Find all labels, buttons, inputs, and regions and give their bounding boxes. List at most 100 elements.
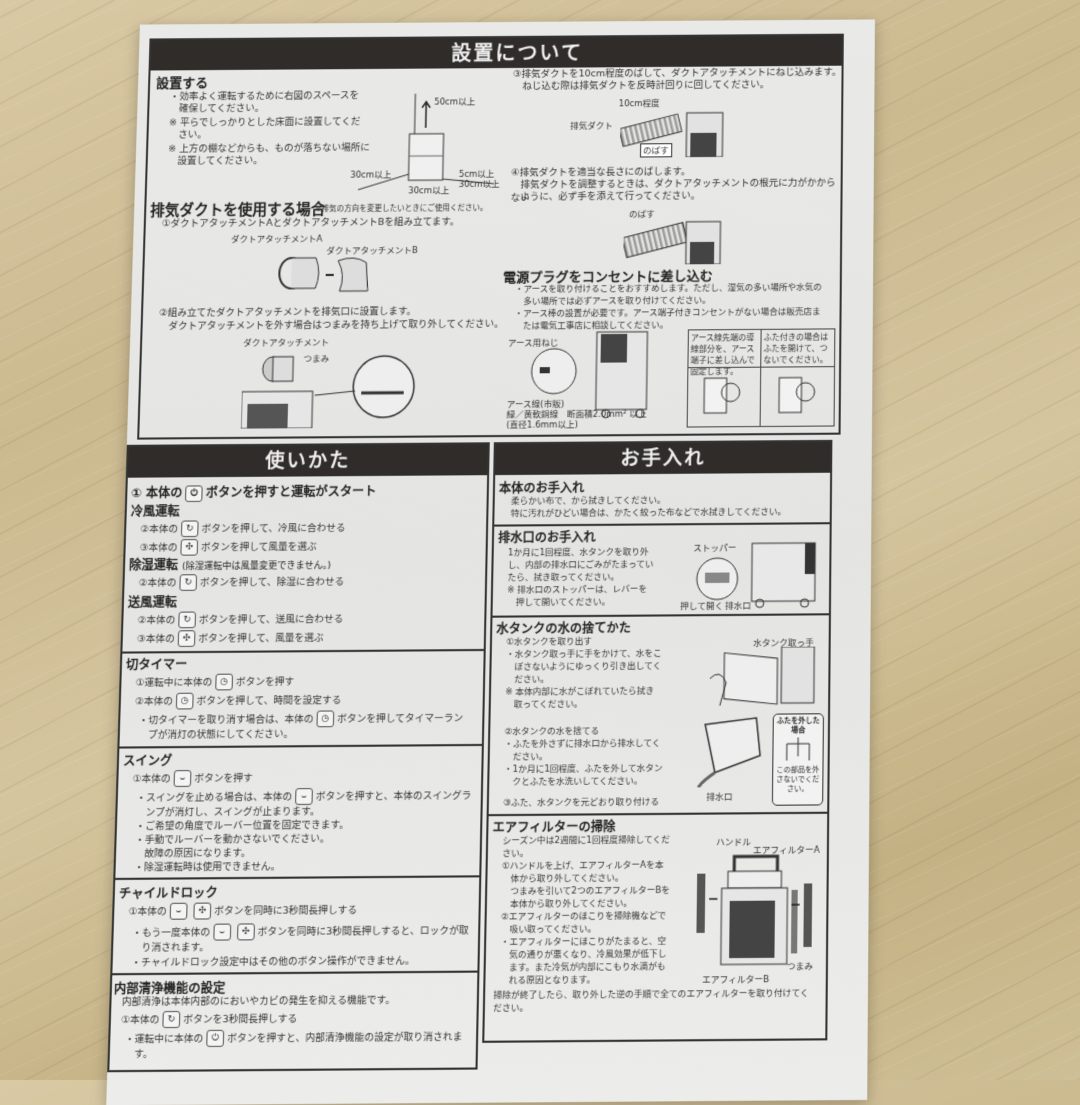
cool-heading: 冷風運転 <box>131 502 180 520</box>
filter-final2: ださい。 <box>493 1002 528 1016</box>
earth-wire-diameter: (直径1.6mm以上) <box>506 418 578 431</box>
body-care-heading: 本体のお手入れ <box>499 479 585 497</box>
unit-top-icon <box>241 345 476 428</box>
extend-label: のばす <box>640 143 672 157</box>
divider <box>122 649 483 653</box>
attachment-a-label: ダクトアタッチメントA <box>231 232 323 245</box>
swing-bullet4: ・除湿運転時は使用できません。 <box>134 860 281 875</box>
swing-button-icon: ⌣ <box>170 903 188 920</box>
swing-step1: ①本体の⌣ボタンを押す <box>133 770 253 788</box>
timer-heading: 切タイマー <box>126 655 188 673</box>
timer-button-icon: ◷ <box>176 693 194 710</box>
manual-page: 設置について 設置する ・効率よく運転するために右図のスペースを 確保してくださ… <box>106 19 875 1105</box>
usage-section: 使いかた ① 本体の⏻ボタンを押すと運転がスタート 冷風運転 ②本体の↻ボタンを… <box>107 442 490 1072</box>
usage-title: 使いかた <box>128 444 488 477</box>
tank-step2-line: ・ふたを外さずに排水口から排水してく <box>504 737 660 752</box>
tank-remove-diagram <box>709 647 822 715</box>
mode-button-icon: ↻ <box>181 520 199 537</box>
duct-screw-diagram: のばす <box>620 107 731 162</box>
cool-step3: ③本体の✣ボタンを押して風量を選ぶ <box>140 538 317 556</box>
mode-button-icon: ↻ <box>179 574 197 591</box>
duct-note: ※排気の方向を変更したいときにご使用ください。 <box>315 201 487 215</box>
filter-b-label: エアフィルターB <box>702 973 769 986</box>
swing-bullet3-cont: 故障の原因になります。 <box>134 846 251 861</box>
drain-heading: 排水口のお手入れ <box>498 528 596 546</box>
handle-label: ハンドル <box>716 835 751 848</box>
filter-diagram <box>692 852 822 976</box>
timer-bullet1-cont: プが消灯の状態にしてください。 <box>138 727 293 742</box>
filter-heading: エアフィルターの掃除 <box>492 817 615 836</box>
dehum-step2: ②本体の↻ボタンを押して、除湿に合わせる <box>139 573 345 591</box>
swing-bullet3: ・手動でルーバーを動かさないでください。 <box>135 832 330 847</box>
lock-bullet1: ・もう一度本体の⌣✣ボタンを同時に3秒間長押しすると、ロックが取 <box>132 922 469 941</box>
drain-outlet-label: 排水口 <box>725 599 751 612</box>
timer-step2: ②本体の◷ボタンを押して、時間を設定する <box>135 692 342 710</box>
timer-button-icon: ◷ <box>316 710 334 727</box>
clean-bullet1-cont: す。 <box>124 1047 153 1061</box>
install-line: 確保してください。 <box>169 102 264 116</box>
earth-instructions-table: アース線先端の導線部分を、アース端子に差し込んで固定します。 ふた付きの場合はふ… <box>687 328 836 427</box>
duct-attachment-icon <box>275 252 387 297</box>
timer-button-icon: ◷ <box>215 674 233 691</box>
attachment-diagram <box>275 252 387 302</box>
install-line: さい。 <box>168 128 207 141</box>
fan-button-icon: ✣ <box>193 903 211 920</box>
power-button-icon: ⏻ <box>206 1030 224 1047</box>
lid-callout: ふたを外した場合 この部品を外さないでください。 <box>772 713 824 806</box>
setup-section: 設置について 設置する ・効率よく運転するために右図のスペースを 確保してくださ… <box>137 34 844 440</box>
fan-step2: ②本体の↻ボタンを押して、送風に合わせる <box>137 610 343 628</box>
lock-bullet2: ・チャイルドロック設定中はその他のボタン操作ができません。 <box>131 954 415 970</box>
tank-step2-line: クとふたを水洗いしてください。 <box>503 775 642 790</box>
start-step: ① 本体の⏻ボタンを押すと運転がスタート <box>131 482 377 502</box>
swing-heading: スイング <box>123 751 173 769</box>
clean-bullet1: ・運転中に本体の⏻ボタンを押すと、内部清浄機能の設定が取り消されま <box>125 1028 463 1047</box>
clearance-diagram: 50cm以上 30cm以上 5cm以上 30cm以上 30cm以上 <box>358 93 501 195</box>
tank-drain-label: 排水口 <box>706 790 732 803</box>
filter-line: シーズン中は2週間に1回程度掃除してくだ <box>502 834 669 849</box>
divider <box>115 875 479 879</box>
tank-heading: 水タンクの水の捨てかた <box>496 619 631 638</box>
dehum-heading: 除湿運転(除湿運転中は風量変更できません。) <box>129 555 331 574</box>
exhaust-duct-icon <box>620 107 731 158</box>
divider <box>119 744 481 748</box>
air-filter-icon <box>692 852 822 971</box>
power-button-icon: ⏻ <box>185 485 203 502</box>
fan-heading: 送風運転 <box>128 593 177 611</box>
clearance-front-label: 30cm以上 <box>408 184 449 196</box>
duct-step1: ①ダクトアタッチメントAとダクトアタッチメントBを組み立てます。 <box>162 215 460 230</box>
fan-button-icon: ✣ <box>237 923 255 940</box>
lock-step1: ①本体の⌣✣ボタンを同時に3秒間長押しする <box>128 901 357 920</box>
tank-step3: ③ふた、水タンクを元どおり取り付ける <box>503 796 659 811</box>
lock-heading: チャイルドロック <box>119 883 218 902</box>
filter-knob-label: つまみ <box>787 960 813 973</box>
swing-button-icon: ⌣ <box>213 924 231 941</box>
water-tank-icon <box>709 647 822 710</box>
duct-step3b: ねじ込む際は排気ダクトを反時計回りに回してください。 <box>513 78 770 93</box>
install-heading: 設置する <box>156 72 209 91</box>
filter-line: れる原因となります。 <box>500 974 596 988</box>
earth-table-col2: ふた付きの場合はふたを開けて、つないでください。 <box>763 331 830 365</box>
filter-final1: 掃除が終了したら、取り外した逆の手順で全てのエアフィルターを取り付けてく <box>493 987 809 1003</box>
swing-bullet1-cont: ンプが消灯し、スイングが止まります。 <box>136 805 320 820</box>
swing-button-icon: ⌣ <box>295 788 313 805</box>
mode-button-icon: ↻ <box>178 612 196 629</box>
body-care-line2: 特に汚れがひどい場合は、かたく絞った布などで水拭きしてください。 <box>511 506 787 521</box>
duct-step2b: ダクトアタッチメントを外す場合はつまみを持ち上げて取り外してください。 <box>159 317 504 333</box>
push-open-label: 押して開く <box>680 599 723 612</box>
tank-pour-diagram <box>694 714 767 792</box>
fan-button-icon: ✣ <box>180 539 198 556</box>
cool-step2: ②本体の↻ボタンを押して、冷風に合わせる <box>140 519 346 537</box>
clearance-right2-label: 30cm以上 <box>459 178 500 190</box>
care-title: お手入れ <box>495 442 830 475</box>
clean-desc: 内部清浄は本体内部のにおいやカビの発生を抑える機能です。 <box>122 993 396 1009</box>
fan-button-icon: ✣ <box>178 630 196 647</box>
fan-step3: ③本体の✣ボタンを押して、風量を選ぶ <box>137 629 324 647</box>
divider <box>112 971 477 975</box>
mode-button-icon: ↻ <box>162 1011 180 1028</box>
outlet-icons <box>688 367 834 425</box>
divider <box>489 812 828 816</box>
tank-step1-line: 取ってください。 <box>505 698 583 712</box>
swing-button-icon: ⌣ <box>174 770 192 787</box>
timer-bullet1: ・切タイマーを取り消す場合は、本体の◷ボタンを押してタイマーラン <box>138 710 463 729</box>
clean-step1: ①本体の↻ボタンを3秒間長押しする <box>121 1010 297 1028</box>
